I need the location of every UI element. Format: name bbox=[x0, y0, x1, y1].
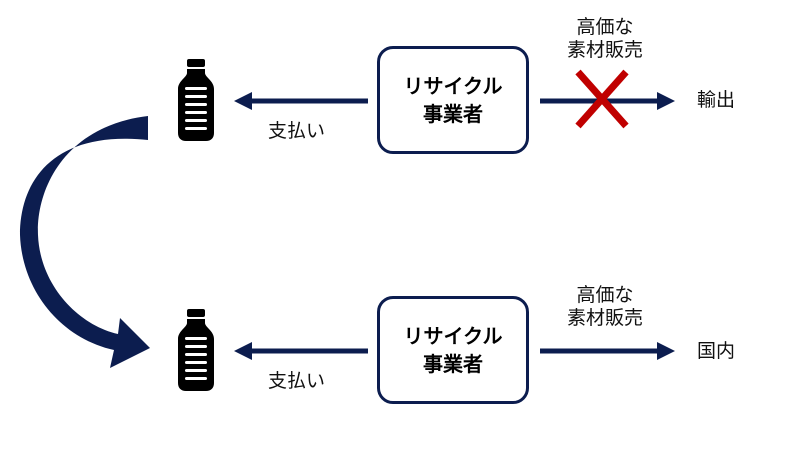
recycler-label-line1: リサイクル bbox=[403, 74, 503, 98]
material-sale-label-bottom: 高価な 素材販売 bbox=[555, 284, 655, 330]
bottle-icon-top bbox=[178, 59, 214, 141]
bottle-icon-bottom bbox=[178, 309, 214, 391]
destination-export: 輸出 bbox=[697, 89, 736, 111]
recycler-label-line2: 事業者 bbox=[423, 352, 483, 376]
recycler-box-top: リサイクル 事業者 bbox=[377, 46, 529, 154]
material-sale-line2: 素材販売 bbox=[566, 39, 643, 61]
payment-arrow-bottom bbox=[234, 342, 368, 360]
blocked-cross-icon bbox=[575, 69, 629, 129]
payment-label-top: 支払い bbox=[268, 120, 326, 142]
destination-domestic: 国内 bbox=[697, 340, 736, 362]
recycler-box-bottom: リサイクル 事業者 bbox=[377, 296, 529, 404]
payment-arrow-top bbox=[234, 92, 368, 110]
material-sale-label-top: 高価な 素材販売 bbox=[555, 16, 655, 62]
material-sale-line1: 高価な bbox=[576, 284, 634, 306]
recycler-label-line1: リサイクル bbox=[403, 324, 503, 348]
domestic-arrow bbox=[540, 342, 675, 360]
recycler-label-line2: 事業者 bbox=[423, 102, 483, 126]
curved-transition-arrow bbox=[20, 116, 150, 368]
material-sale-line2: 素材販売 bbox=[566, 307, 643, 329]
material-sale-line1: 高価な bbox=[576, 16, 634, 38]
payment-label-bottom: 支払い bbox=[268, 370, 326, 392]
